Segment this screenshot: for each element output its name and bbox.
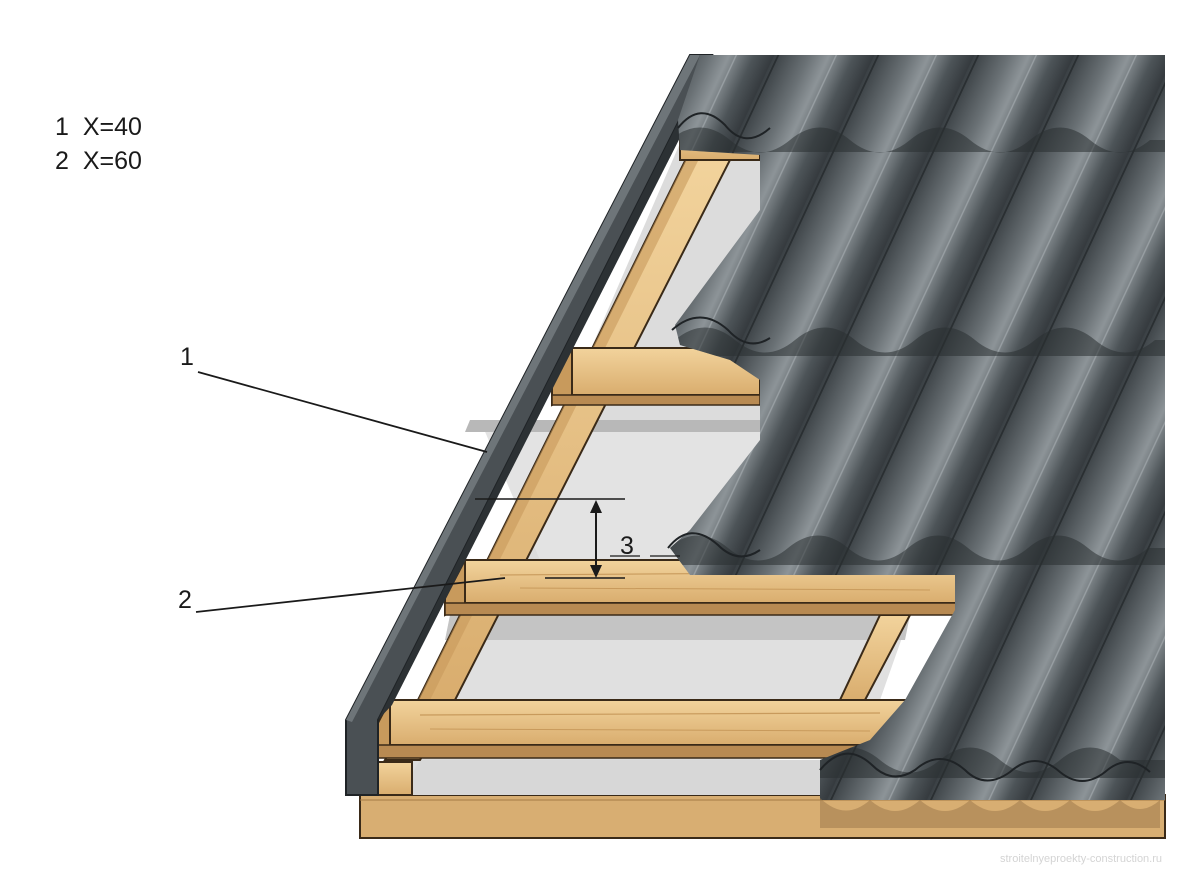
arrow-head-up xyxy=(590,500,602,513)
leader-line-1 xyxy=(197,371,488,453)
leader-line-2 xyxy=(195,577,506,613)
callout-2-label: 2 xyxy=(178,586,192,614)
legend-num: 2 xyxy=(55,147,69,175)
legend-num: 1 xyxy=(55,113,69,141)
legend-item-2: 2 X=60 xyxy=(55,144,142,178)
legend: 1 X=40 2 X=60 xyxy=(55,110,142,178)
callout-3-label: 3 xyxy=(620,532,634,560)
watermark: stroitelnyeproekty-construction.ru xyxy=(1000,853,1162,865)
legend-text: X=60 xyxy=(82,147,142,175)
arrow-head-down xyxy=(590,565,602,578)
callout-1-label: 1 xyxy=(180,343,194,371)
legend-text: X=40 xyxy=(82,113,142,141)
legend-item-1: 1 X=40 xyxy=(55,110,142,144)
